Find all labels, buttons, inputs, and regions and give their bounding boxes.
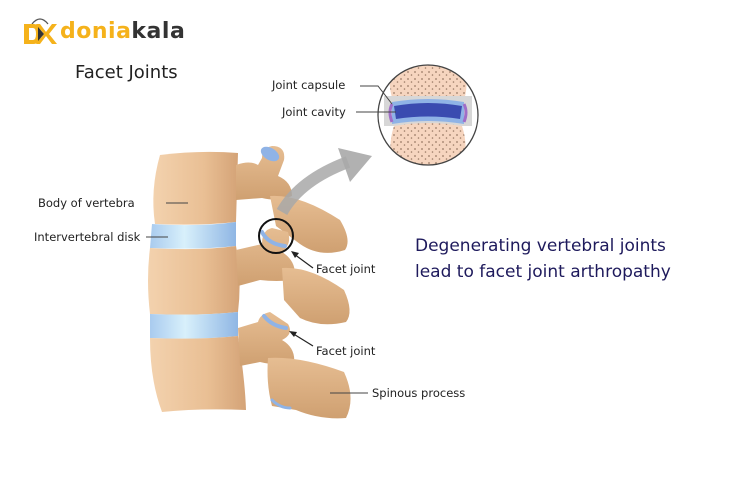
logo: doniakala <box>22 14 185 48</box>
vertebral-processes <box>236 146 351 419</box>
joint-cavity <box>394 103 462 119</box>
intervertebral-disk-lower <box>150 312 238 339</box>
logo-mark-icon <box>22 16 58 46</box>
label-joint-capsule: Joint capsule <box>272 78 346 92</box>
vertebral-column <box>148 151 246 412</box>
label-facet-joint-lower: Facet joint <box>316 344 376 358</box>
logo-text: doniakala <box>60 19 185 44</box>
label-facet-joint-upper: Facet joint <box>316 262 376 276</box>
label-body-of-vertebra: Body of vertebra <box>38 196 135 210</box>
leader-lines <box>146 85 396 394</box>
facet-joint-highlight-circle <box>258 218 294 254</box>
headline-line-1: Degenerating vertebral joints <box>415 236 666 256</box>
zoom-arrow-icon <box>276 148 372 216</box>
headline-line-2: lead to facet joint arthropathy <box>415 262 671 282</box>
joint-magnified-view <box>377 64 479 166</box>
label-joint-cavity: Joint cavity <box>282 105 346 119</box>
label-intervertebral-disk: Intervertebral disk <box>34 230 141 244</box>
logo-text-primary: donia <box>60 18 132 44</box>
headline: Degenerating vertebral joints lead to fa… <box>415 233 671 285</box>
vertebra-body-middle <box>148 246 240 315</box>
page-title: Facet Joints <box>75 62 178 83</box>
label-spinous-process: Spinous process <box>372 386 466 400</box>
vertebra-body-top <box>153 151 238 225</box>
intervertebral-disk-upper <box>150 222 236 249</box>
logo-text-secondary: kala <box>131 18 186 44</box>
vertebra-body-bottom <box>150 336 246 412</box>
